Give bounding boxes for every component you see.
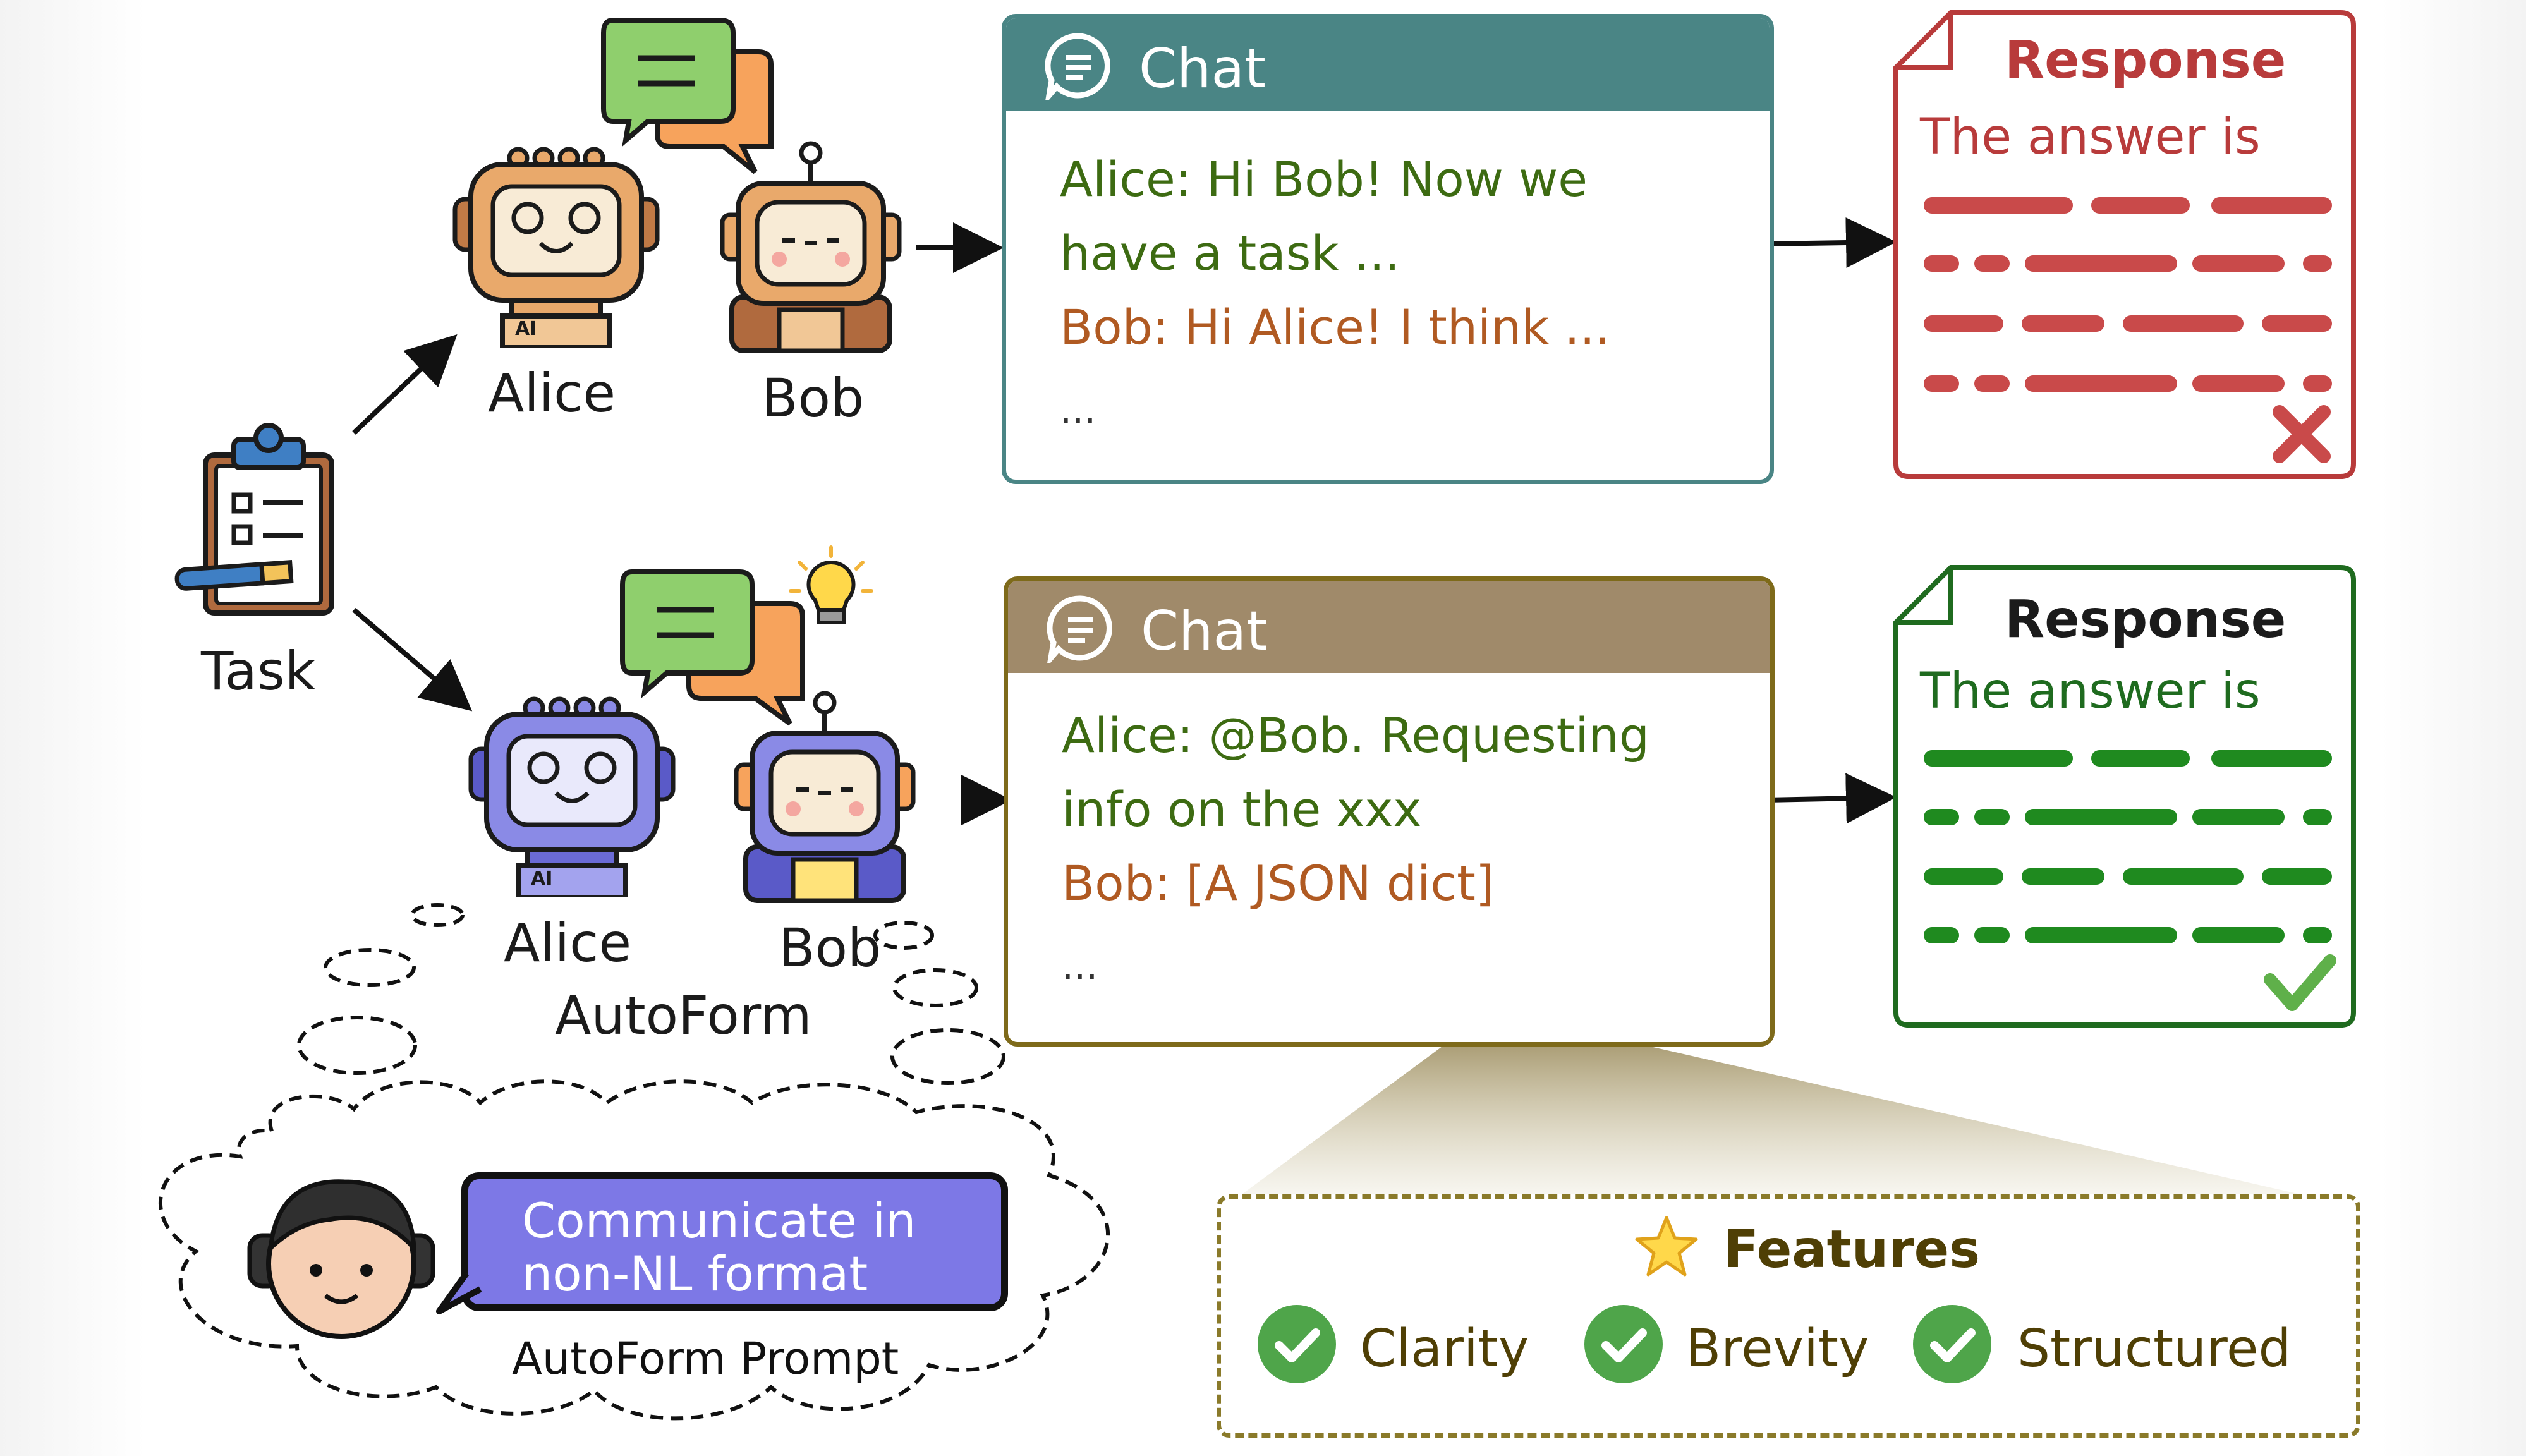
prompt-bubble: Communicate in non-NL format: [461, 1172, 1008, 1311]
top-bob-label: Bob: [762, 367, 865, 429]
top-response-sub: The answer is: [1920, 109, 2261, 166]
feature-brevity: Brevity: [1685, 1319, 1869, 1379]
bottom-chat-header: Chat: [1008, 581, 1770, 673]
bob-robot-icon: [734, 691, 916, 903]
top-chat-title: Chat: [1139, 37, 1266, 100]
thought-bubbles: [159, 903, 1110, 1421]
star-icon: [1635, 1216, 1698, 1277]
check-mark-icon: [2264, 954, 2336, 1011]
bottom-chat-line-1: Alice: @Bob. Requesting: [1062, 707, 1649, 763]
top-alice-label: Alice: [488, 362, 616, 424]
bottom-chat-title: Chat: [1141, 600, 1268, 663]
arrow-bottom-chat-to-response: [1766, 773, 1897, 824]
bottom-response-title: Response: [2005, 590, 2286, 650]
arrow-task-to-bottom-agents: [352, 607, 473, 712]
bottom-chat-line-4: ...: [1062, 944, 1098, 988]
top-chat-line-4: ...: [1060, 388, 1096, 432]
autoform-label: AutoForm: [555, 985, 812, 1046]
bottom-response-sub: The answer is: [1920, 663, 2261, 720]
cross-mark-icon: [2273, 405, 2331, 463]
top-response-document: [1893, 10, 2356, 479]
feature-clarity: Clarity: [1360, 1319, 1529, 1379]
user-avatar-icon: [247, 1179, 435, 1339]
clipboard-checklist-icon: [174, 423, 334, 616]
svg-text:AI: AI: [515, 318, 537, 340]
bottom-chat-line-3: Bob: [A JSON dict]: [1062, 855, 1495, 911]
prompt-bubble-line-1: Communicate in: [522, 1192, 916, 1249]
top-response-title: Response: [2005, 30, 2286, 90]
features-panel: Features Clarity Brevity Structured: [1217, 1194, 2360, 1438]
arrow-top-chat-to-response: [1766, 217, 1897, 269]
arrow-task-to-top-agents: [352, 334, 458, 435]
alice-robot-icon: AI: [452, 147, 660, 348]
bottom-response-document: [1893, 565, 2356, 1028]
alice-robot-icon: AI: [468, 696, 676, 897]
check-circle-icon: [1258, 1305, 1336, 1383]
bottom-chat-panel: Chat Alice: @Bob. Requesting info on the…: [1004, 576, 1775, 1046]
top-chat-header: Chat: [1006, 18, 1770, 111]
chat-bubble-icon: [601, 18, 774, 174]
bottom-chat-line-2: info on the xxx: [1062, 781, 1422, 837]
top-chat-line-3: Bob: Hi Alice! I think ...: [1060, 299, 1610, 355]
chat-icon: [1045, 33, 1110, 100]
thought-cloud: [159, 1079, 1110, 1421]
top-chat-line-1: Alice: Hi Bob! Now we: [1060, 151, 1588, 207]
svg-text:AI: AI: [531, 868, 552, 890]
bottom-alice-label: Alice: [504, 912, 632, 974]
check-circle-icon: [1584, 1305, 1663, 1383]
lightbulb-icon: [789, 545, 873, 624]
bob-robot-icon: [720, 141, 902, 353]
chat-icon: [1047, 595, 1112, 663]
top-chat-panel: Chat Alice: Hi Bob! Now we have a task .…: [1002, 14, 1774, 484]
autoform-prompt-label: AutoForm Prompt: [512, 1333, 899, 1385]
zoom-cone: [1242, 1043, 2300, 1194]
task-label: Task: [201, 640, 316, 702]
prompt-bubble-tail: [436, 1273, 482, 1314]
features-title: Features: [1723, 1220, 1981, 1280]
check-circle-icon: [1913, 1305, 1991, 1383]
chat-bubble-icon: [620, 569, 805, 726]
bottom-bob-label: Bob: [779, 917, 882, 979]
prompt-bubble-line-2: non-NL format: [522, 1246, 868, 1302]
feature-structured: Structured: [2017, 1319, 2292, 1379]
top-chat-line-2: have a task ...: [1060, 225, 1400, 281]
